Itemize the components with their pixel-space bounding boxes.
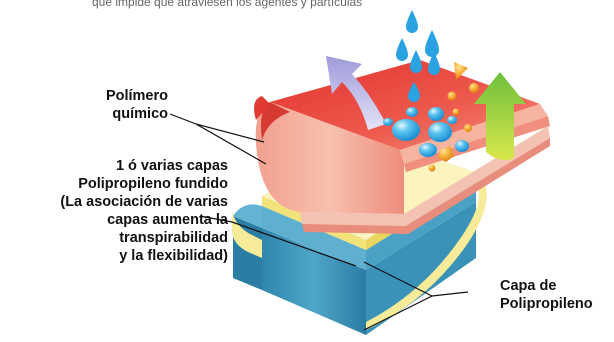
header-text: que impide que atraviesen los agentes y … [92, 0, 362, 9]
label-line: capas aumenta la [107, 212, 229, 228]
water-drop-icon [408, 82, 420, 102]
water-drop-icon [406, 10, 418, 33]
vapor-arrow-icon [326, 56, 386, 130]
water-drop-icon [410, 50, 422, 73]
label-line: (La asociación de varias [60, 194, 228, 210]
label-line: y la flexibilidad) [119, 248, 228, 264]
water-drop-icon [428, 52, 440, 75]
water-bubbles [383, 107, 469, 157]
label-line: Polipropileno fundido [78, 176, 228, 192]
water-drops [396, 10, 440, 102]
label-chemical-polymer: Polímero químico [106, 88, 168, 122]
water-drop-icon [396, 38, 408, 61]
label-polypropylene-layer: Capa de Polipropileno [500, 278, 593, 312]
label-line: 1 ó varias capas [116, 158, 228, 174]
label-line: químico [112, 106, 168, 122]
water-drop-icon [425, 30, 439, 57]
particle-icon [469, 83, 479, 93]
particle-icon [452, 108, 460, 116]
leader-lines [169, 113, 469, 331]
label-line: Polímero [106, 88, 168, 104]
particle-icon [447, 91, 457, 101]
particle-icon [428, 164, 436, 172]
particle-icon [438, 146, 454, 162]
label-line: Polipropileno [500, 296, 593, 312]
airflow-arrow-icon [474, 72, 526, 160]
label-line: transpirabilidad [119, 230, 228, 246]
particle-icon [454, 62, 468, 80]
particles [428, 62, 479, 172]
particle-icon [464, 124, 472, 132]
label-melted-polypropylene: 1 ó varias capas Polipropileno fundido (… [60, 158, 229, 264]
label-line: Capa de [500, 278, 556, 294]
